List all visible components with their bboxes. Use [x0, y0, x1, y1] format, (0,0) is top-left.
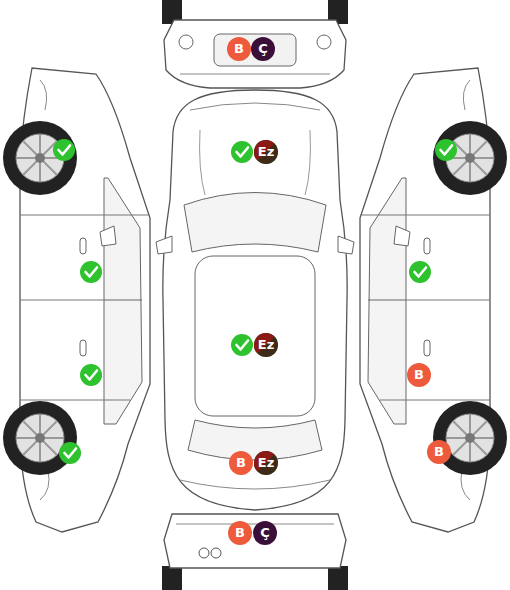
damage-code: B: [229, 451, 253, 475]
ok-mark: [80, 261, 102, 283]
hood-crease: [200, 130, 311, 195]
damage-badge: B: [229, 451, 253, 475]
tire: [328, 566, 348, 590]
tire: [162, 566, 182, 590]
trunk-line: [180, 480, 330, 489]
damage-badge: Ez: [254, 451, 278, 475]
ok-mark: [59, 442, 81, 464]
right-side-view: [360, 68, 507, 532]
damage-badge: B: [227, 37, 251, 61]
badge-circle: [229, 451, 253, 475]
front-view: [162, 0, 348, 88]
damage-code: B: [407, 363, 431, 387]
badge-circle: [251, 37, 275, 61]
damage-code: Ez: [254, 333, 278, 357]
grille: [214, 34, 296, 66]
damage-badge: Ez: [254, 333, 278, 357]
badge-circle: [427, 440, 451, 464]
fog-light: [179, 35, 193, 49]
exhaust: [211, 548, 221, 558]
bumper-line: [176, 524, 334, 525]
roof: [195, 256, 315, 416]
damage-badge: B: [427, 440, 451, 464]
top-view: [156, 90, 354, 510]
badge-circle: [253, 521, 277, 545]
bumper-line: [180, 74, 330, 75]
damage-code: Ez: [254, 451, 278, 475]
front-bumper: [164, 20, 346, 88]
damage-badge: Ç: [253, 521, 277, 545]
ok-mark: [435, 139, 457, 161]
ok-mark: [231, 141, 253, 163]
rear-view: [162, 514, 348, 590]
exhaust: [199, 548, 209, 558]
fog-light: [317, 35, 331, 49]
rear-window: [188, 420, 322, 460]
badge-circle: [254, 333, 278, 357]
left-side-view: [3, 68, 150, 532]
badge-circle: [254, 451, 278, 475]
damage-code: B: [228, 521, 252, 545]
badge-circle: [407, 363, 431, 387]
damage-code: Ç: [253, 521, 277, 545]
damage-badge: B: [228, 521, 252, 545]
damage-code: Ç: [251, 37, 275, 61]
hood-line: [190, 103, 320, 110]
ok-mark: [409, 261, 431, 283]
windshield: [184, 193, 326, 253]
damage-code: B: [427, 440, 451, 464]
damage-code: Ez: [254, 140, 278, 164]
mirror: [338, 236, 354, 254]
rear-bumper: [164, 514, 346, 568]
badge-circle: [228, 521, 252, 545]
badge-circle: [227, 37, 251, 61]
damage-badge: Ez: [254, 140, 278, 164]
damage-badge: B: [407, 363, 431, 387]
ok-mark: [80, 364, 102, 386]
damage-code: B: [227, 37, 251, 61]
ok-mark: [53, 139, 75, 161]
ok-mark: [231, 334, 253, 356]
damage-badge: Ç: [251, 37, 275, 61]
badge-circle: [254, 140, 278, 164]
mirror: [156, 236, 172, 254]
car-body: [163, 90, 347, 510]
